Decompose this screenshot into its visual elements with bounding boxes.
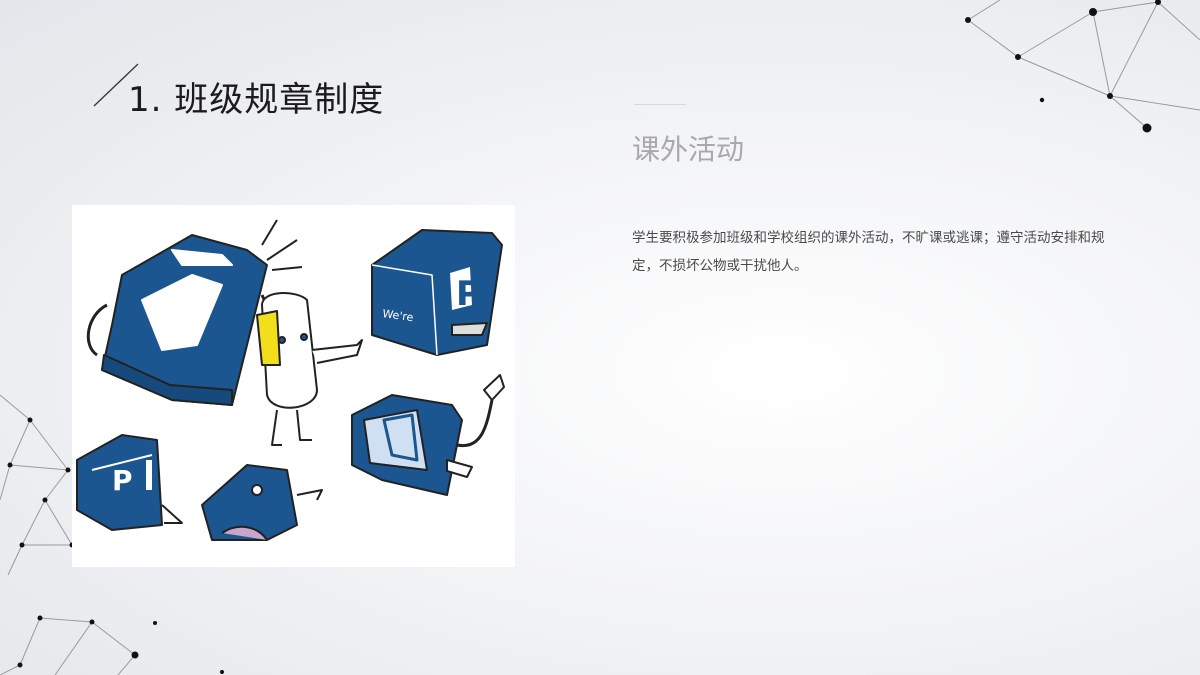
p-meter-bottom-label: P <box>112 464 133 497</box>
p-meter-bottom: P <box>76 434 183 531</box>
slide-title: 1. 班级规章制度 <box>128 80 385 120</box>
illustration-svg: P We're P <box>76 219 505 541</box>
coin-meter-right <box>351 374 505 496</box>
title-slash-decoration <box>93 63 139 107</box>
capsule-character <box>256 292 363 446</box>
ticket-machine-left <box>86 219 303 406</box>
subtitle-divider <box>634 104 686 105</box>
parking-meter-illustration: P We're P <box>72 205 515 567</box>
body-paragraph: 学生要积极参加班级和学校组织的课外活动，不旷课或逃课；遵守活动安排和规定，不损坏… <box>632 230 1105 274</box>
fallen-meter <box>201 464 323 541</box>
p-meter-top-scribble: We're <box>382 307 415 324</box>
p-meter-top: P We're <box>371 229 503 356</box>
p-meter-top-label: P <box>456 274 481 314</box>
section-subtitle: 课外活动 <box>632 133 745 166</box>
